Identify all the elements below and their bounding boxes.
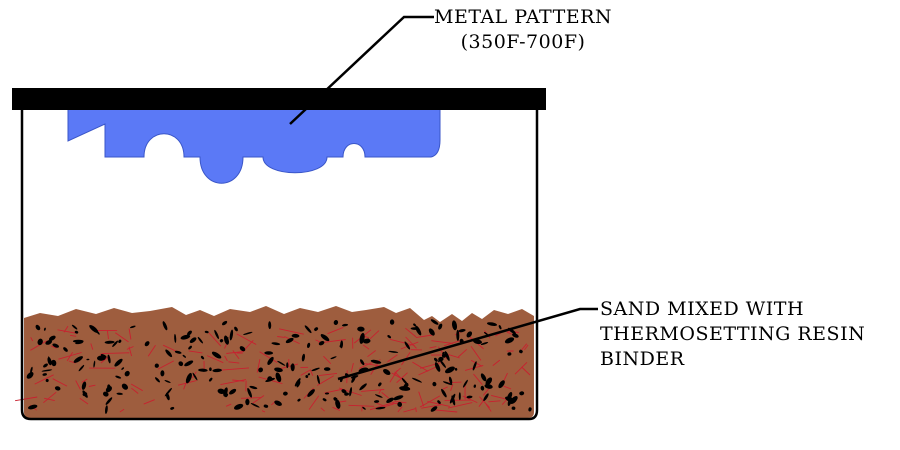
metal-pattern-label-line1: METAL PATTERN (434, 6, 613, 28)
sand-label-line1: SAND MIXED WITH (600, 298, 805, 320)
metal-pattern (67, 107, 441, 184)
resin-fibers (15, 325, 531, 413)
sand-label-line2: THERMOSETTING RESIN (600, 323, 866, 345)
metal-pattern-label: METAL PATTERN (350F-700F) (434, 5, 612, 55)
sand-label-line3: BINDER (600, 348, 685, 370)
metal-pattern-leader-line (289, 15, 434, 125)
flask-box (20, 106, 539, 421)
sand-leader-line (337, 307, 598, 381)
metal-pattern-label-line2: (350F-700F) (460, 31, 586, 53)
sand-grains (26, 319, 532, 414)
sand-label: SAND MIXED WITH THERMOSETTING RESIN BIND… (600, 297, 865, 372)
heated-plate (12, 88, 546, 110)
